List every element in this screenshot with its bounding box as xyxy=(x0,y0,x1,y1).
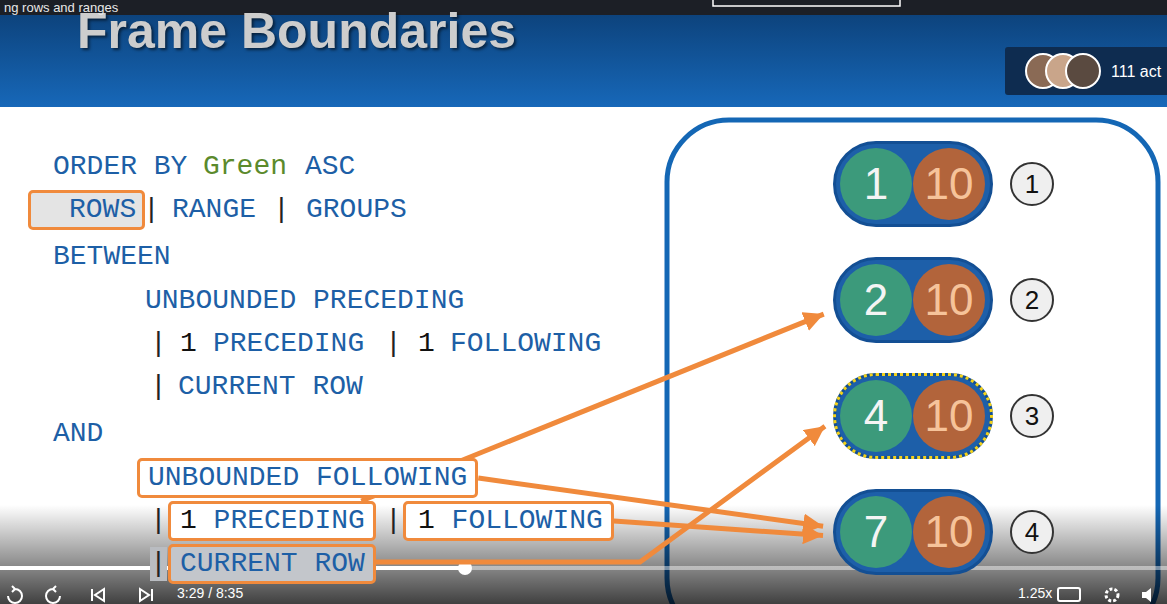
participants-panel xyxy=(1005,47,1167,95)
row-number-circle: 1 xyxy=(1010,162,1054,206)
slide-title: Frame Boundaries xyxy=(77,2,516,60)
avatar xyxy=(1066,54,1100,88)
code-separator: | xyxy=(273,193,290,227)
search-box xyxy=(713,0,900,6)
next-icon xyxy=(140,589,152,601)
row-pill: 210 xyxy=(833,257,993,343)
code-column: Green xyxy=(203,150,287,184)
green-value: 2 xyxy=(840,257,912,343)
row-number: 3 xyxy=(1025,401,1039,431)
code-separator: | xyxy=(150,504,167,538)
playback-speed: 1.25x xyxy=(1018,585,1052,601)
frame-boundary-box: UNBOUNDED FOLLOWING xyxy=(137,458,478,498)
frame-boundary-box: CURRENT ROW xyxy=(168,544,376,584)
orange-value: 10 xyxy=(913,373,985,459)
code-number: 1 xyxy=(180,505,197,536)
code-separator: | xyxy=(385,327,402,361)
row-pill: 410 xyxy=(833,373,993,459)
settings-icon xyxy=(1106,589,1118,601)
video-title: ng rows and ranges xyxy=(4,0,118,15)
orange-value: 10 xyxy=(913,141,985,227)
green-value: 1 xyxy=(840,141,912,227)
row-number: 4 xyxy=(1025,517,1039,547)
volume-icon xyxy=(1142,588,1151,602)
row-number: 2 xyxy=(1025,285,1039,315)
code-keyword: GROUPS xyxy=(306,193,407,227)
boundary-arrow xyxy=(614,521,823,536)
frame-boundary-box: 1 FOLLOWING xyxy=(403,501,614,541)
replay-icon xyxy=(8,586,22,603)
code-keyword: PRECEDING xyxy=(213,327,364,361)
code-keyword: ROWS xyxy=(69,194,136,225)
orange-value: 10 xyxy=(913,257,985,343)
code-keyword: CURRENT ROW xyxy=(178,370,363,404)
code-keyword: FOLLOWING xyxy=(450,327,601,361)
code-keyword: RANGE xyxy=(172,193,256,227)
video-time: 3:29 / 8:35 xyxy=(177,585,243,601)
code-keyword: ASC xyxy=(305,150,355,184)
row-number-circle: 2 xyxy=(1010,278,1054,322)
code-keyword: PRECEDING xyxy=(214,505,365,536)
code-keyword: FOLLOWING xyxy=(452,505,603,536)
previous-icon xyxy=(92,589,104,601)
row-number-circle: 3 xyxy=(1010,394,1054,438)
orange-value: 10 xyxy=(913,489,985,575)
code-keyword: UNBOUNDED FOLLOWING xyxy=(148,462,467,493)
code-keyword: BETWEEN xyxy=(53,240,171,274)
code-separator: | xyxy=(143,193,160,227)
code-number: 1 xyxy=(180,327,197,361)
frame-boundary-box: ROWS xyxy=(28,190,145,230)
frame-boundary-box: 1 PRECEDING xyxy=(168,501,376,541)
row-pill: 110 xyxy=(833,141,993,227)
code-keyword: ORDER BY xyxy=(53,150,187,184)
captions-icon xyxy=(1058,588,1080,601)
code-separator: | xyxy=(385,504,402,538)
code-keyword: CURRENT ROW xyxy=(180,548,365,579)
code-keyword: AND xyxy=(53,417,103,451)
title-band xyxy=(0,0,1167,107)
code-keyword: UNBOUNDED PRECEDING xyxy=(145,284,464,318)
row-number: 1 xyxy=(1025,169,1039,199)
row-number-circle: 4 xyxy=(1010,510,1054,554)
code-number: 1 xyxy=(418,505,435,536)
forward-icon xyxy=(46,586,60,603)
green-value: 4 xyxy=(840,373,912,459)
code-number: 1 xyxy=(418,327,435,361)
participant-count: 111 act xyxy=(1111,62,1161,82)
code-separator: | xyxy=(150,327,167,361)
row-pill: 710 xyxy=(833,489,993,575)
green-value: 7 xyxy=(840,489,912,575)
code-separator: | xyxy=(150,370,167,404)
code-separator: | xyxy=(150,547,167,581)
